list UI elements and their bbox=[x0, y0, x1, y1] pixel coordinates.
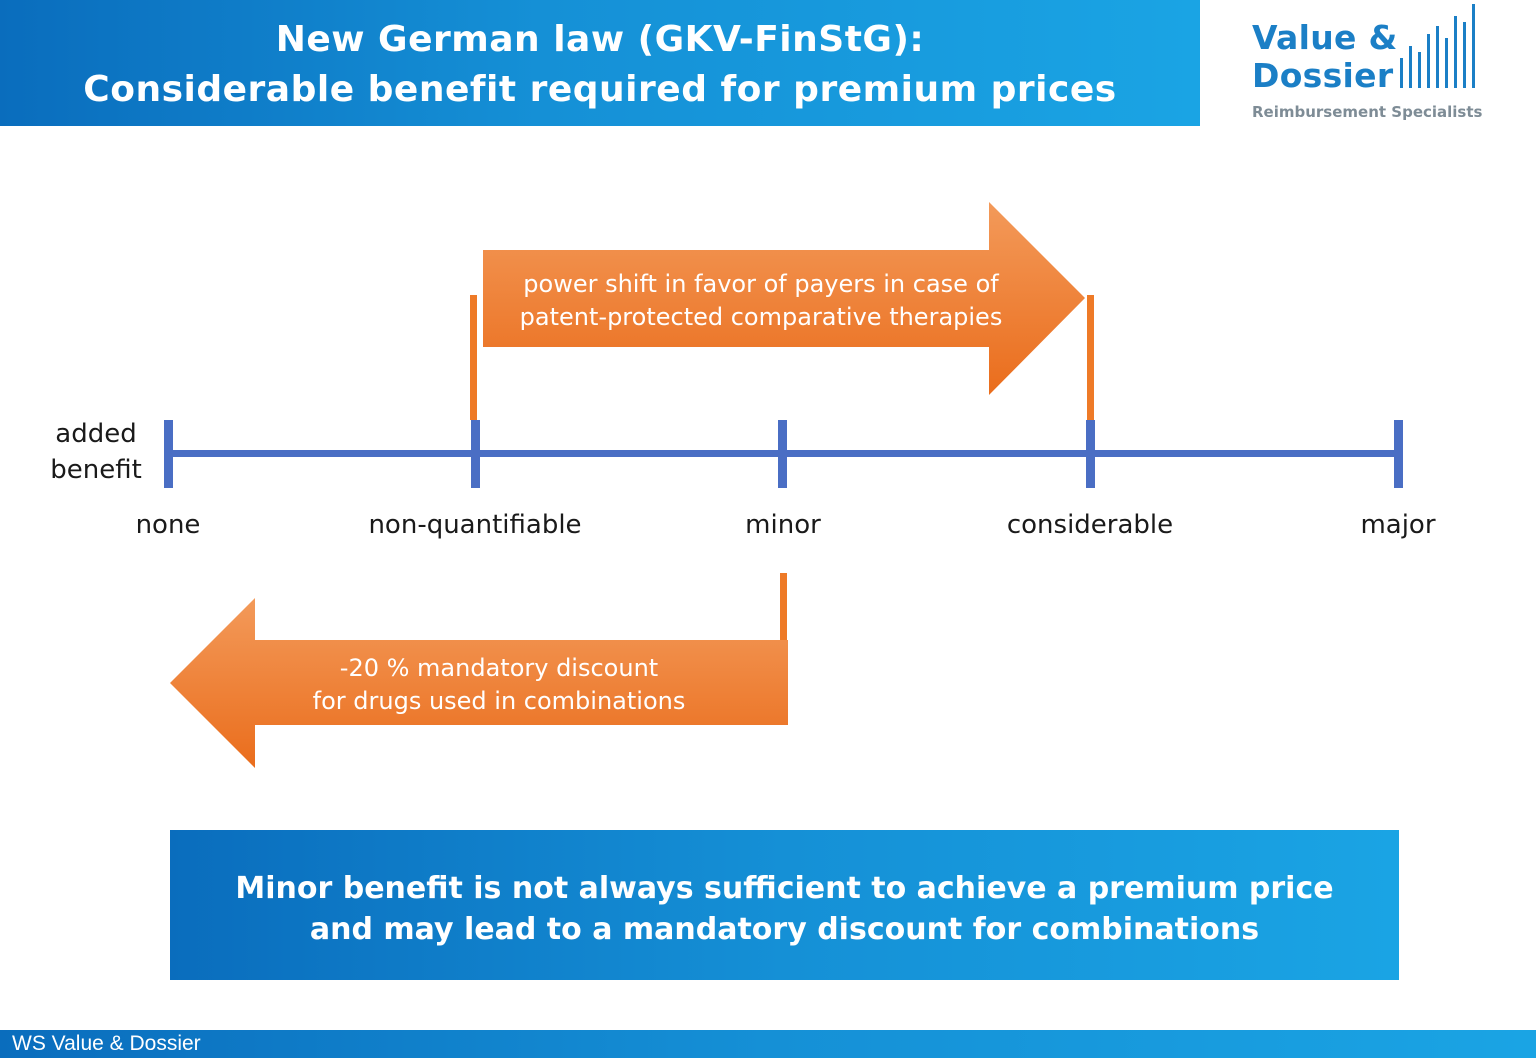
axis-title: added benefit bbox=[40, 416, 152, 488]
conclusion-box: Minor benefit is not always sufficient t… bbox=[170, 830, 1399, 980]
scale-tick-major bbox=[1394, 420, 1403, 488]
scale-tick-non-quantifiable bbox=[471, 420, 480, 488]
scale-label-none: none bbox=[135, 510, 201, 540]
footer-text: WS Value & Dossier bbox=[12, 1032, 201, 1055]
left-arrow bbox=[170, 598, 788, 768]
page-title-line2: Considerable benefit required for premiu… bbox=[83, 69, 1117, 110]
bracket-line-considerable bbox=[1087, 295, 1094, 420]
scale-label-major: major bbox=[1360, 510, 1436, 540]
right-arrow-text: power shift in favor of payers in case o… bbox=[483, 268, 1039, 334]
right-arrow-text-line2: patent-protected comparative therapies bbox=[519, 303, 1003, 331]
logo-brand-line1: Value & bbox=[1252, 18, 1398, 57]
axis-title-line1: added bbox=[55, 419, 137, 449]
scale-label-non-quantifiable: non-quantifiable bbox=[368, 510, 582, 540]
scale-tick-considerable bbox=[1086, 420, 1095, 488]
header-banner: New German law (GKV-FinStG): Considerabl… bbox=[0, 0, 1200, 126]
scale-label-considerable: considerable bbox=[1006, 510, 1174, 540]
right-arrow-text-line1: power shift in favor of payers in case o… bbox=[523, 270, 999, 298]
scale-tick-none bbox=[164, 420, 173, 488]
conclusion-line1: Minor benefit is not always sufficient t… bbox=[235, 871, 1334, 906]
conclusion-line2: and may lead to a mandatory discount for… bbox=[309, 912, 1260, 947]
scale-label-minor: minor bbox=[745, 510, 821, 540]
right-arrow bbox=[483, 202, 1085, 395]
logo-tagline: Reimbursement Specialists bbox=[1252, 103, 1483, 121]
bar-chart-icon bbox=[1400, 4, 1475, 88]
footer-bar: WS Value & Dossier bbox=[0, 1030, 1536, 1058]
page-title-line1: New German law (GKV-FinStG): bbox=[275, 19, 925, 60]
logo-brand-line2: Dossier bbox=[1252, 56, 1394, 95]
axis-title-line2: benefit bbox=[50, 455, 142, 485]
scale-tick-minor bbox=[778, 420, 787, 488]
left-arrow-text-line2: for drugs used in combinations bbox=[312, 687, 686, 715]
bracket-line-non-quantifiable bbox=[470, 295, 477, 420]
company-logo: Value & Dossier Reimbursement Specialist… bbox=[1200, 0, 1536, 126]
left-arrow-text: -20 % mandatory discount for drugs used … bbox=[260, 652, 738, 718]
left-arrow-text-line1: -20 % mandatory discount bbox=[339, 654, 659, 682]
